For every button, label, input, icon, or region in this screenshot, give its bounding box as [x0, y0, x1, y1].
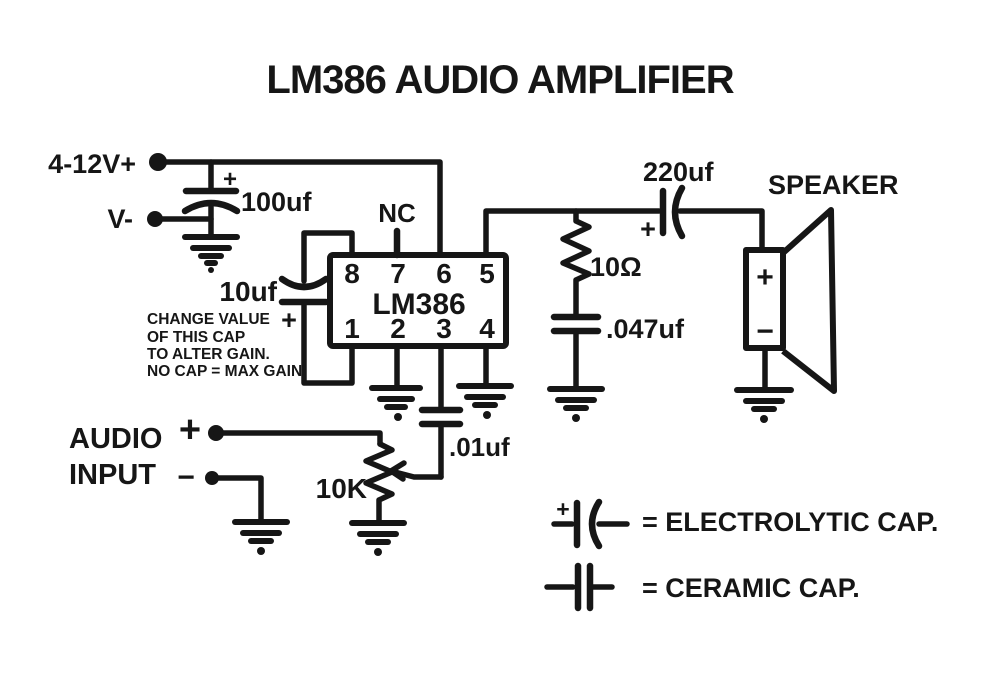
- gain-note-line-1: CHANGE VALUE: [147, 311, 270, 328]
- cap-10uf-curved-plate: [278, 275, 330, 291]
- speaker-label: SPEAKER: [768, 170, 899, 200]
- supply-wire: [155, 159, 443, 257]
- vminus-label: V-: [107, 204, 133, 234]
- gain-note-line-2: OF THIS CAP: [147, 329, 245, 346]
- resistor-10ohm-zigzag: [560, 208, 592, 319]
- pot-10k-label: 10K: [316, 473, 367, 504]
- ground-symbol-input: [232, 519, 290, 555]
- resistor-10ohm-label: 10Ω: [590, 252, 642, 282]
- legend-ceramic-symbol: [544, 562, 615, 612]
- output-section: 10Ω .047uf + 220uf: [483, 157, 765, 422]
- cap-047uf-value-label: .047uf: [606, 314, 685, 344]
- pin-label-2: 2: [390, 313, 406, 344]
- gain-note: CHANGE VALUE OF THIS CAP TO ALTER GAIN. …: [147, 311, 302, 380]
- audio-input-label-line1: AUDIO: [69, 423, 162, 455]
- cap-220uf-value-label: 220uf: [643, 157, 715, 187]
- legend-ceramic-label: = CERAMIC CAP.: [642, 573, 860, 603]
- cap-10uf-value-label: 10uf: [219, 276, 277, 307]
- supply-terminal-dot: [149, 153, 167, 171]
- pot-10k-zigzag: [363, 441, 395, 526]
- gain-capacitor-section: + 10uf CHANGE VALUE OF THIS CAP TO ALTER…: [147, 230, 355, 386]
- gain-note-line-4: NO CAP = MAX GAIN: [147, 363, 302, 380]
- pin-label-5: 5: [479, 258, 495, 289]
- pin8-loop-wire: [301, 230, 355, 284]
- legend-electrolytic-label: = ELECTROLYTIC CAP.: [642, 507, 938, 537]
- pin-label-1: 1: [344, 313, 360, 344]
- pin-label-6: 6: [436, 258, 452, 289]
- pin-label-4: 4: [479, 313, 495, 344]
- resistor-10ohm: 10Ω: [560, 208, 642, 319]
- cap-220uf-curved-plate: [671, 184, 686, 240]
- capacitor-100uf: + 100uf: [181, 159, 313, 240]
- cap-10uf-plus-sign: +: [281, 305, 297, 335]
- cap-01uf-value-label: .01uf: [449, 432, 510, 462]
- cap-100uf-plus-sign: +: [223, 166, 237, 193]
- ground-symbol-pin4: [456, 383, 514, 419]
- speaker-plus-sign: +: [756, 261, 774, 294]
- pin-label-8: 8: [344, 258, 360, 289]
- ground-symbol-pin2: [369, 385, 423, 421]
- input-signal-wire: [213, 430, 383, 447]
- ic-part-number: LM386: [372, 288, 465, 321]
- pin1-loop-wire: [301, 299, 355, 386]
- speaker-cone: [780, 207, 837, 394]
- input-section: AUDIO INPUT + − 10K .01uf: [69, 343, 510, 556]
- capacitor-047uf: .047uf: [550, 313, 685, 392]
- ground-symbol-speaker: [734, 387, 794, 423]
- cap-220uf-plus-sign: +: [640, 214, 656, 244]
- gain-note-line-3: TO ALTER GAIN.: [147, 346, 270, 363]
- power-section: 4-12V+ + 100uf V-: [48, 149, 443, 273]
- pin-label-7: 7: [390, 258, 406, 289]
- legend-electrolytic-symbol: +: [551, 496, 630, 550]
- pot-wiper-arrowhead: [388, 460, 407, 482]
- speaker-section: SPEAKER + −: [734, 170, 899, 423]
- cap-100uf-curved-plate: [181, 199, 241, 215]
- page-title: LM386 AUDIO AMPLIFIER: [266, 58, 734, 102]
- legend-elec-plus-sign: +: [556, 496, 569, 522]
- capacitor-01uf: .01uf: [418, 343, 510, 480]
- input-ground-wire: [209, 475, 264, 525]
- capacitor-220uf: + 220uf: [640, 157, 714, 244]
- audio-input-label-line2: INPUT: [69, 459, 156, 491]
- legend-elec-curved-plate: [588, 498, 603, 550]
- ic-lm386: NC 8 7 6 5 1 2 3 4 LM386: [327, 198, 514, 421]
- potentiometer-10k: 10K: [316, 441, 444, 526]
- legend: + = ELECTROLYTIC CAP. = CERAMIC CAP.: [544, 496, 938, 612]
- ground-symbol-pot: [349, 520, 407, 556]
- output-wire: [483, 208, 662, 258]
- pin-label-3: 3: [436, 313, 452, 344]
- vminus-terminal-dot: [147, 211, 163, 227]
- input-minus-sign: −: [177, 461, 195, 494]
- ground-symbol-snubber: [547, 386, 605, 422]
- supply-voltage-label: 4-12V+: [48, 149, 136, 179]
- input-plus-sign: +: [179, 409, 201, 451]
- ic-body: [327, 252, 509, 349]
- speaker-minus-sign: −: [756, 315, 774, 348]
- speaker-feed-wire: [677, 208, 765, 253]
- cap-100uf-value-label: 100uf: [241, 187, 313, 217]
- nc-label: NC: [378, 198, 416, 228]
- ground-symbol-power: [182, 234, 240, 273]
